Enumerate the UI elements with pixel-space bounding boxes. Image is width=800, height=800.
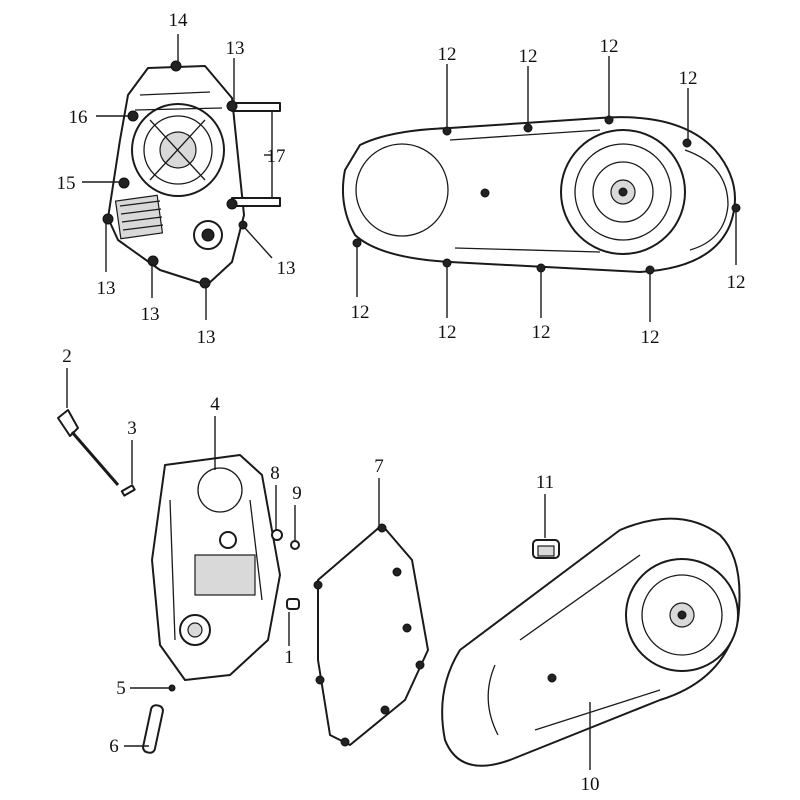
callout-13-lower: 13 [197,327,216,348]
callout-3: 3 [127,418,137,439]
callout-12-g: 12 [532,322,551,343]
callout-12-d: 12 [679,68,698,89]
drive-cover-top [342,115,741,275]
callout-7: 7 [374,456,384,477]
callout-labels: 14 13 16 17 15 13 13 13 13 12 12 12 12 1… [57,10,746,795]
callout-16: 16 [69,107,88,128]
callout-12-f: 12 [641,327,660,348]
callout-14: 14 [169,10,189,31]
drain-plug [532,539,560,559]
callout-10: 10 [581,774,600,795]
callout-5: 5 [116,678,126,699]
pin-part [120,484,136,497]
callout-9: 9 [292,483,302,504]
callout-12-b: 12 [519,46,538,67]
drive-cover-bottom [441,517,741,767]
callout-12-e: 12 [727,272,746,293]
callout-13-right: 13 [277,258,296,279]
callout-11: 11 [536,472,554,493]
callout-2: 2 [62,346,72,367]
callout-8: 8 [270,463,280,484]
crankcase-cover [151,454,281,681]
gasket [313,523,429,747]
callout-1: 1 [284,647,294,668]
callout-4: 4 [210,394,220,415]
callout-17: 17 [267,146,286,167]
callout-13-top: 13 [226,38,245,59]
callout-12-c: 12 [600,36,619,57]
callout-12-i: 12 [351,302,370,323]
callout-13-bottom: 13 [141,304,160,325]
callout-15: 15 [57,173,76,194]
callout-12-a: 12 [438,44,457,65]
callout-13-left: 13 [97,278,116,299]
side-cover-top [102,60,281,289]
callout-6: 6 [109,736,119,757]
callout-12-h: 12 [438,322,457,343]
dipstick-part [57,409,120,486]
small-bolts [142,529,300,754]
leader-lines [66,34,737,770]
